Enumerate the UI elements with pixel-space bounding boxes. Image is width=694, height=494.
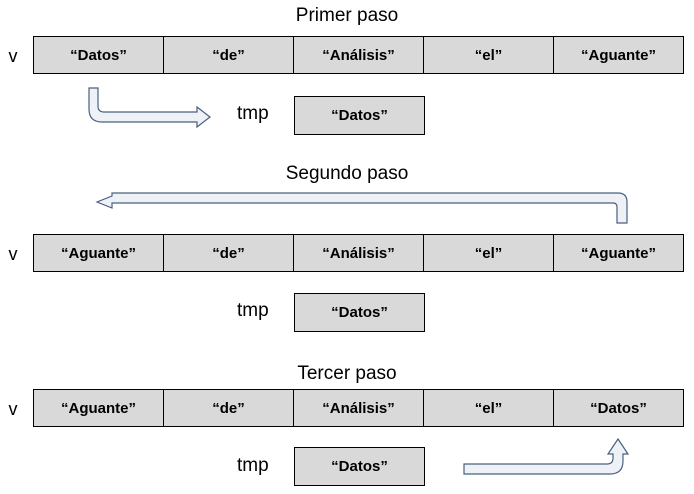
step-1-cell-1: “de” (164, 37, 294, 73)
step-1-tmp-box: “Datos” (294, 96, 425, 135)
step-2-cell-4: “Aguante” (554, 235, 683, 271)
step-2-tmp-box: “Datos” (294, 293, 425, 332)
arrow-tmp-to-v4 (463, 437, 630, 475)
step-3-tmp-label: tmp (237, 455, 269, 476)
step-3-cell-1: “de” (164, 390, 294, 426)
step-3-v-label: v (8, 399, 18, 419)
step-3-cell-0: “Aguante” (34, 390, 164, 426)
step-2-tmp-label: tmp (237, 300, 269, 321)
step-2-cell-3: “el” (424, 235, 554, 271)
step-1-cell-4: “Aguante” (554, 37, 683, 73)
step-2-cell-1: “de” (164, 235, 294, 271)
step-2-v-label: v (8, 244, 18, 264)
step-3-array: “Aguante” “de” “Análisis” “el” “Datos” (33, 389, 684, 427)
step-3-cell-3: “el” (424, 390, 554, 426)
step-2-cell-0: “Aguante” (34, 235, 164, 271)
step-3-cell-2: “Análisis” (294, 390, 424, 426)
step-2-array: “Aguante” “de” “Análisis” “el” “Aguante” (33, 234, 684, 272)
arrow-v4-to-v0 (95, 192, 628, 224)
step-3-tmp-box: “Datos” (294, 447, 425, 486)
step-3-cell-4: “Datos” (554, 390, 683, 426)
arrow-v0-to-tmp (88, 87, 211, 129)
step-2-cell-2: “Análisis” (294, 235, 424, 271)
step-3-title: Tercer paso (297, 363, 397, 384)
step-1-cell-0: “Datos” (34, 37, 164, 73)
step-1-title: Primer paso (295, 5, 399, 26)
step-1-cell-3: “el” (424, 37, 554, 73)
step-1-cell-2: “Análisis” (294, 37, 424, 73)
step-1-v-label: v (8, 46, 18, 66)
step-1-tmp-label: tmp (237, 103, 269, 124)
step-2-title: Segundo paso (285, 163, 409, 184)
step-1-array: “Datos” “de” “Análisis” “el” “Aguante” (33, 36, 684, 74)
